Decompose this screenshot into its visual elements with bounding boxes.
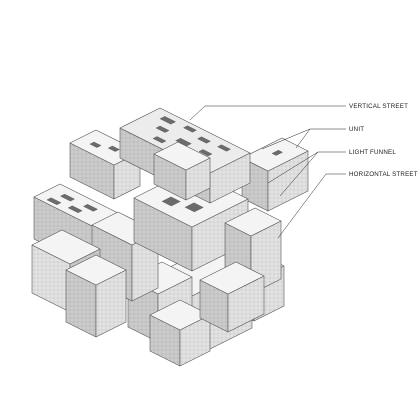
label-unit: UNIT [349, 126, 365, 133]
block-mid-left-skylight-1 [83, 204, 98, 212]
label-horizontal-street: HORIZONTAL STREET [349, 171, 418, 178]
block-core-top-skylight-7 [152, 136, 167, 144]
block-core-top-skylight-3 [217, 144, 231, 152]
label-vertical-street: VERTICAL STREET [349, 103, 409, 110]
block-bottom-center [149, 299, 211, 367]
block-mid-left-skylight-3 [46, 197, 62, 205]
leader-light-funnel-b [279, 151, 319, 197]
block-center-right-skylight-3 [161, 196, 181, 207]
block-right-lower-top-face [199, 261, 265, 295]
leader-unit-b [295, 128, 311, 149]
block-left-front-top-face [65, 254, 127, 286]
block-right-tower-top-face [224, 207, 282, 237]
block-right-lower [199, 261, 265, 333]
block-core-top-skylight-4 [155, 125, 170, 133]
block-core-front [153, 141, 211, 201]
block-mid-left-skylight-0 [60, 193, 75, 202]
block-core-top-skylight-0 [159, 116, 176, 125]
block-back-left-skylight-1 [89, 141, 102, 148]
block-core-top-skylight-1 [183, 125, 197, 133]
block-back-right [241, 137, 309, 212]
block-core-top-skylight-2 [197, 136, 211, 144]
block-left-lower-top-face [31, 229, 101, 265]
block-mid-left-skylight-2 [67, 205, 83, 213]
block-core-top-skylight-6 [198, 149, 213, 157]
building-blocks [31, 107, 309, 367]
block-center-right-skylight-2 [184, 202, 204, 213]
block-back-right-skylight-0 [271, 149, 283, 156]
block-core-front-top-face [153, 141, 211, 171]
block-left-front [65, 254, 127, 338]
leader-vertical-street [189, 105, 346, 121]
block-back-left-skylight-0 [108, 145, 120, 152]
label-light-funnel: LIGHT FUNNEL [349, 149, 396, 156]
leader-lines [189, 105, 346, 239]
leader-horizontal-street [277, 173, 346, 239]
